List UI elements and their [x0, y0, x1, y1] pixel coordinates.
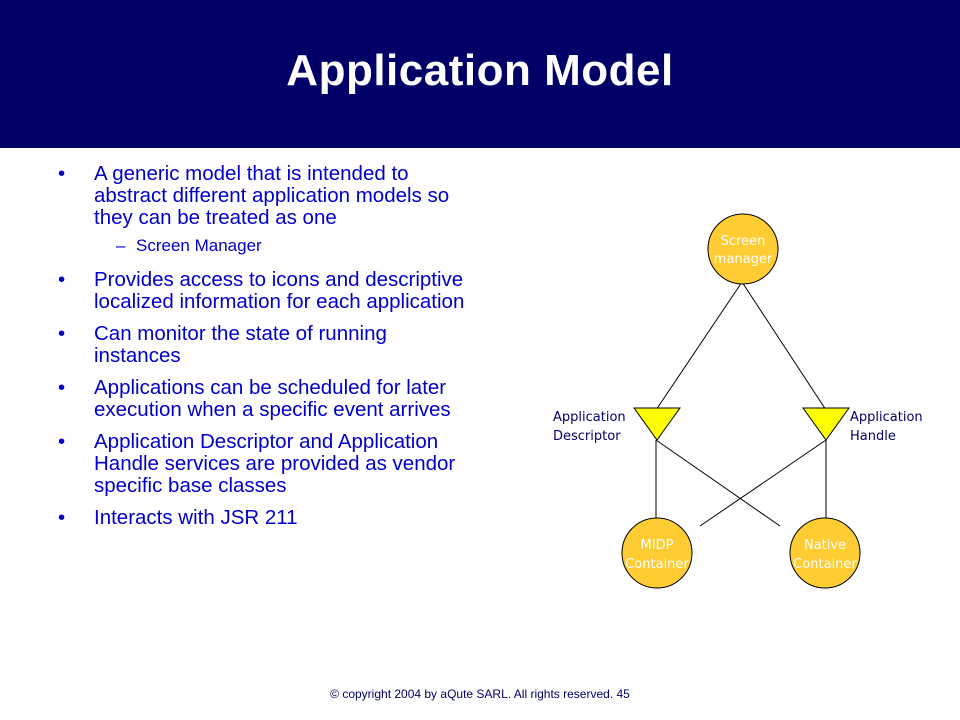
bullet-item: • Applications can be scheduled for later… — [58, 377, 478, 421]
midp-container-label: MIDP — [641, 538, 674, 553]
connector-line — [655, 281, 743, 411]
dash-marker: – — [116, 236, 126, 255]
bullet-text: Provides access to icons and descriptive… — [94, 268, 465, 313]
bullet-text: Can monitor the state of running instanc… — [94, 322, 387, 367]
bullet-text: Applications can be scheduled for later … — [94, 376, 451, 421]
title-bar — [0, 0, 960, 148]
bullet-text: Interacts with JSR 211 — [94, 506, 298, 529]
midp-container-label: Container — [625, 557, 689, 572]
bullet-dot: • — [58, 506, 66, 529]
bullet-item: • Provides access to icons and descriptiv… — [58, 269, 478, 313]
connector-line — [741, 281, 827, 411]
sub-bullet-item: –Screen Manager — [58, 235, 478, 257]
screen-manager-node — [707, 213, 779, 285]
descriptor-label: Application — [553, 410, 626, 425]
native-container-label: Container — [793, 557, 857, 572]
bullet-item: • Can monitor the state of running instan… — [58, 323, 478, 367]
bullet-dot: • — [58, 376, 66, 399]
handle-label: Application — [850, 410, 923, 425]
bullet-item: • A generic model that is intended to abs… — [58, 163, 478, 229]
bullet-item: • Application Descriptor and Application … — [58, 431, 478, 497]
sub-bullet-text: Screen Manager — [136, 236, 262, 255]
bullet-dot: • — [58, 268, 66, 291]
bullet-item: • Interacts with JSR 211 — [58, 507, 478, 529]
handle-triangle — [802, 407, 850, 441]
midp-container-node — [621, 517, 693, 589]
descriptor-triangle — [633, 407, 681, 441]
screen-manager-label: manager — [714, 252, 773, 267]
bullet-text: A generic model that is intended to abst… — [94, 162, 450, 229]
slide-title: Application Model — [286, 46, 674, 95]
connector-line — [655, 439, 781, 527]
screen-manager-label: Screen — [721, 234, 766, 249]
bullet-dot: • — [58, 162, 66, 185]
bullet-dot: • — [58, 430, 66, 453]
bullet-text: Application Descriptor and Application H… — [94, 430, 456, 497]
native-container-node — [789, 517, 861, 589]
bullet-dot: • — [58, 322, 66, 345]
footer-copyright: © copyright 2004 by aQute SARL. All righ… — [330, 687, 630, 701]
connector-line — [699, 439, 827, 527]
handle-label: Handle — [850, 429, 896, 444]
descriptor-label: Descriptor — [553, 429, 621, 444]
bullet-list: • A generic model that is intended to abs… — [58, 163, 478, 539]
native-container-label: Native — [804, 538, 846, 553]
